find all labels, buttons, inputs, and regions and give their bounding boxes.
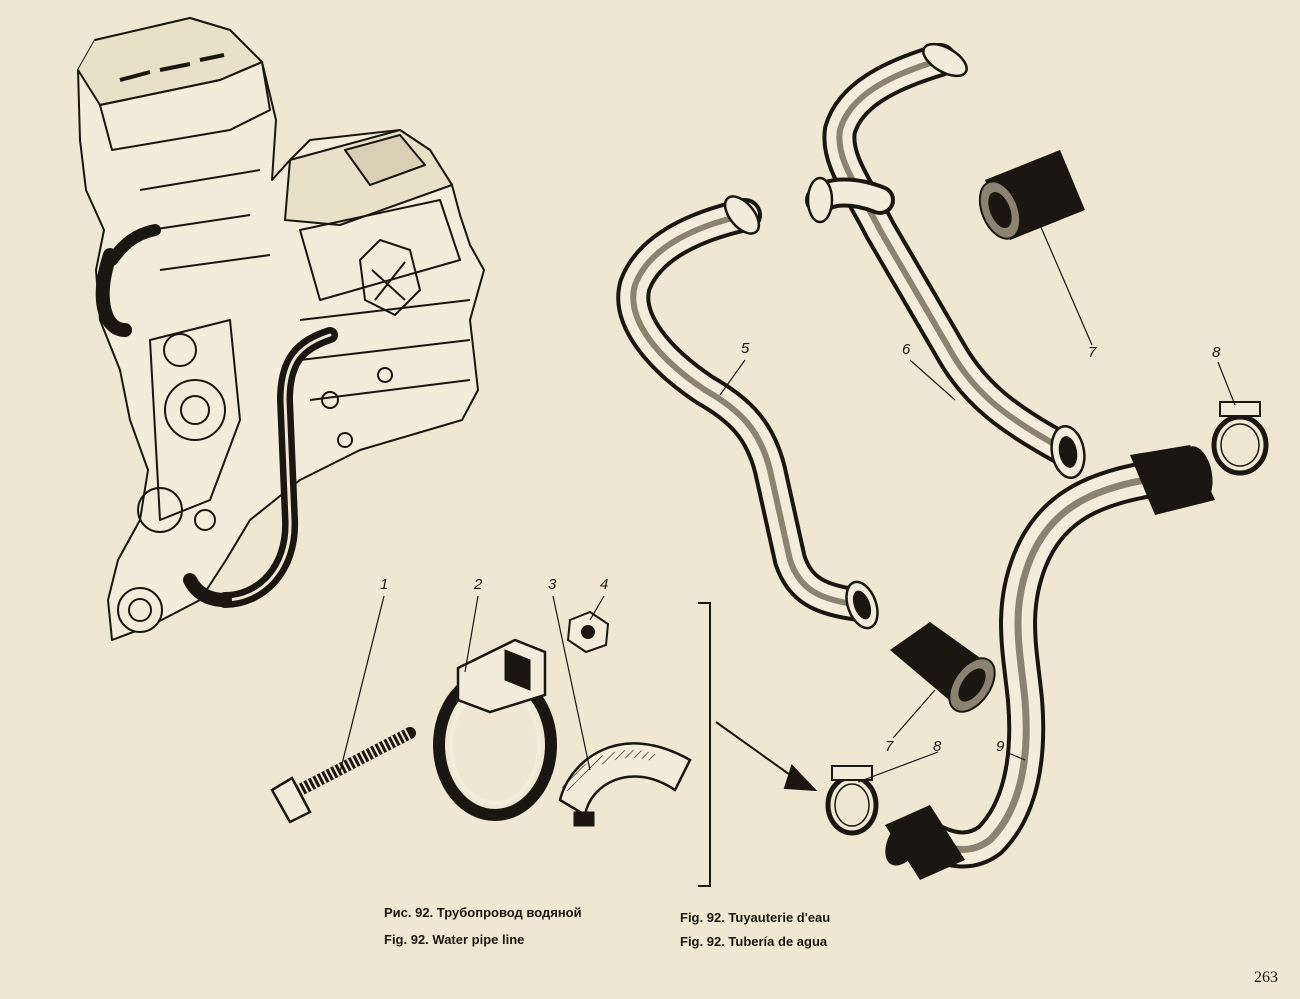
callout-5: 5 <box>741 340 750 357</box>
callout-1: 1 <box>380 576 389 593</box>
callout-6: 6 <box>902 341 911 358</box>
leader-lines <box>339 224 1236 783</box>
callout-4: 4 <box>600 576 609 593</box>
sleeve-9-bottom <box>885 805 965 880</box>
nut-4 <box>566 610 610 654</box>
assembly-bracket <box>698 602 818 887</box>
callout-9: 9 <box>996 738 1005 755</box>
sleeve-7-top <box>978 150 1085 240</box>
clamp-8-right <box>1211 401 1269 476</box>
clamp-8-left <box>825 765 879 836</box>
pipe-9 <box>911 461 1164 869</box>
caption-english: Fig. 92. Water pipe line <box>384 932 525 947</box>
caption-russian: Рис. 92. Трубопровод водяной <box>384 905 582 920</box>
page-number: 263 <box>1254 969 1278 986</box>
callout-7-bottom: 7 <box>885 738 894 755</box>
sleeve-7-bottom <box>890 622 996 713</box>
engine-hoses <box>95 224 338 608</box>
bolt-1 <box>270 727 416 824</box>
pad-3 <box>558 742 692 827</box>
sleeve-9-top <box>1130 445 1215 515</box>
callout-2: 2 <box>474 576 483 593</box>
callout-8-left: 8 <box>933 738 942 755</box>
caption-french: Fig. 92. Tuyauterie d'eau <box>680 910 831 925</box>
clamp-2 <box>433 638 557 821</box>
caption-spanish: Fig. 92. Tubería de agua <box>680 934 828 949</box>
engine-assembly <box>77 17 485 641</box>
callout-8-right: 8 <box>1212 344 1221 361</box>
pipe-5 <box>616 195 879 630</box>
callout-7-top: 7 <box>1088 344 1097 361</box>
pipe-6 <box>805 42 1086 480</box>
callout-3: 3 <box>548 576 557 593</box>
